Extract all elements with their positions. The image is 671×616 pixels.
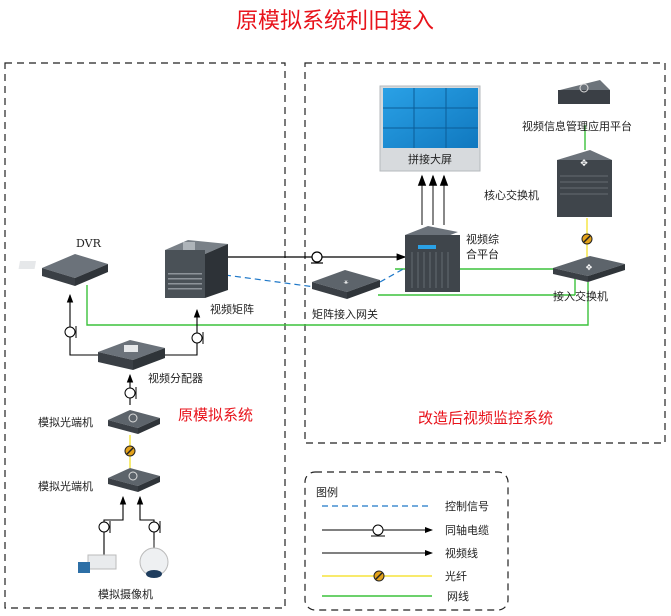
optical-transceiver-1-label: 模拟光端机 [38, 415, 93, 429]
switch-arrows-icon: ✥ [580, 159, 588, 169]
integrated-platform-label-2: 合平台 [466, 247, 499, 261]
network-links [86, 125, 589, 326]
video-matrix-label: 视频矩阵 [210, 302, 254, 316]
matrix-gateway-label: 矩阵接入网关 [312, 307, 378, 321]
fiber-junction-icon [581, 233, 593, 245]
legend-item-control: 控制信号 [322, 499, 489, 513]
dome-camera[interactable] [139, 540, 169, 578]
fiber-junction-icon [124, 445, 136, 457]
legend-item-network: 网线 [322, 589, 469, 603]
dvr-label: DVR [76, 237, 102, 250]
vms-platform-label: 视频信息管理应用平台 [522, 119, 632, 133]
video-wall[interactable]: 拼接大屏 [379, 85, 481, 172]
core-switch-label: 核心交换机 [484, 188, 539, 202]
bullet-camera[interactable] [78, 554, 117, 573]
analog-camera-label: 模拟摄像机 [98, 587, 153, 601]
video-matrix[interactable]: 视频矩阵 [165, 240, 254, 316]
legend-label: 控制信号 [445, 499, 489, 513]
vms-platform-server[interactable]: 视频信息管理应用平台 [522, 80, 632, 133]
legend-box [304, 471, 509, 611]
grid-icon [183, 242, 195, 250]
video-splitter-label: 视频分配器 [148, 371, 203, 385]
gateway-icon: ⚹ [344, 277, 349, 286]
video-links-to-wall [417, 174, 449, 225]
old-system-region [4, 62, 286, 609]
legend-label: 同轴电缆 [445, 523, 489, 537]
legend-label: 光纤 [445, 569, 467, 583]
legend-item-video: 视频线 [322, 546, 478, 560]
video-splitter[interactable]: 视频分配器 [98, 340, 203, 385]
coax-link-matrix-platform [227, 251, 407, 264]
diagram-title: 原模拟系统利旧接入 [236, 9, 434, 34]
optical-transceiver-1[interactable]: 模拟光端机 [38, 410, 160, 434]
legend-item-coax: 同轴电缆 [322, 523, 489, 537]
control-links [224, 267, 406, 288]
matrix-gateway[interactable]: ⚹ 矩阵接入网关 [312, 270, 380, 321]
new-system-region [304, 62, 666, 444]
legend-item-fiber: 光纤 [322, 569, 467, 583]
video-wall-label: 拼接大屏 [408, 152, 452, 166]
old-system-label: 原模拟系统 [178, 406, 253, 424]
switch-arrows-icon: ✥ [586, 263, 593, 272]
core-switch[interactable]: ✥ 核心交换机 [484, 150, 612, 217]
coax-markers [64, 326, 204, 533]
integrated-platform-label-1: 视频综 [466, 232, 499, 246]
legend-title: 图例 [316, 485, 338, 499]
legend-label: 网线 [447, 589, 469, 603]
new-system-label: 改造后视频监控系统 [418, 409, 553, 427]
integrated-platform[interactable]: 视频综 合平台 [405, 226, 499, 292]
access-switch-label: 接入交换机 [553, 289, 608, 303]
access-switch[interactable]: ✥ 接入交换机 [553, 256, 625, 303]
optical-transceiver-2-label: 模拟光端机 [38, 479, 93, 493]
optical-transceiver-2[interactable]: 模拟光端机 [38, 468, 160, 493]
legend-label: 视频线 [445, 546, 478, 560]
dvr[interactable]: DVR [18, 237, 108, 286]
